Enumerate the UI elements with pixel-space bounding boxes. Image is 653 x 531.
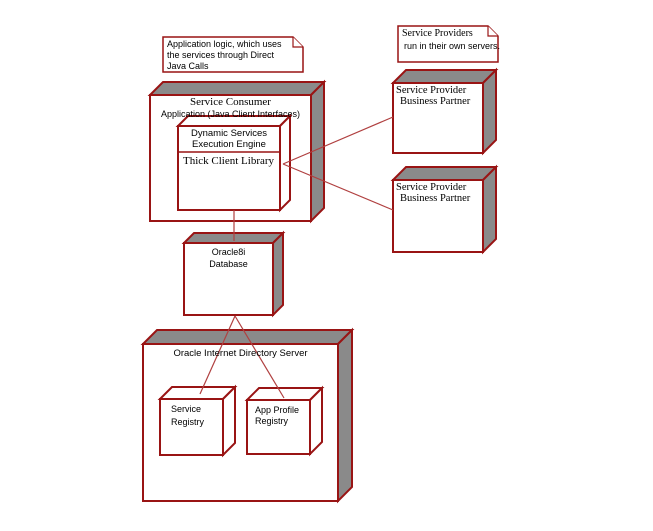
service-registry-front-face — [159, 398, 224, 456]
provider-bottom-front-face — [392, 179, 484, 253]
note-service-providers-line1: Service Providers — [402, 28, 473, 39]
service-registry-node — [157, 384, 238, 458]
service-registry-label-line1: Service — [171, 404, 202, 414]
execution-engine-front-face — [177, 125, 281, 211]
provider-top-front-face — [392, 82, 484, 154]
connector-thick-client-to-provider-bottom — [282, 163, 394, 211]
service-registry-side-face — [222, 384, 236, 458]
note-service-providers — [397, 25, 499, 63]
provider-bottom-label-line2: Business Partner — [400, 193, 471, 204]
provider-top-label-line1: Service Provider — [396, 85, 467, 96]
execution-engine-node — [175, 113, 293, 213]
thick-client-library-label: Thick Client Library — [183, 155, 275, 167]
app-profile-registry-front-face — [246, 399, 311, 455]
note-app-logic — [162, 36, 304, 73]
execution-engine-label-line2: Execution Engine — [192, 139, 266, 150]
provider-top-label-line2: Business Partner — [400, 96, 471, 107]
database-node — [181, 230, 286, 318]
note-service-providers-line2: run in their own servers. — [404, 41, 501, 51]
provider-bottom-label-line1: Service Provider — [396, 182, 467, 193]
provider-bottom-side-face — [482, 164, 497, 255]
note-app-logic-line1: Application logic, which uses — [167, 39, 282, 49]
note-service-providers-body — [397, 25, 499, 63]
provider-top-top-face — [390, 69, 499, 84]
database-side-face — [272, 230, 284, 318]
app-profile-registry-side-face — [309, 385, 323, 457]
note-app-logic-body — [162, 36, 304, 73]
app-profile-registry-node — [244, 385, 325, 457]
provider-top-side-face — [482, 67, 497, 156]
provider-bottom-top-face — [390, 166, 499, 181]
provider-top-node — [390, 67, 499, 156]
app-profile-registry-label-line2: Registry — [255, 416, 289, 426]
note-app-logic-fold-icon — [292, 37, 303, 48]
note-app-logic-line3: Java Calls — [167, 61, 209, 71]
database-label-line2: Database — [209, 259, 248, 269]
note-service-providers-fold-icon — [487, 26, 498, 37]
service-consumer-label-line2: Application (Java Client Interfaces) — [160, 109, 301, 119]
service-consumer-top-face — [147, 81, 327, 96]
database-front-face — [183, 242, 274, 316]
note-app-logic-line2: the services through Direct — [167, 50, 275, 60]
service-consumer-label-line1: Service Consumer — [190, 96, 271, 108]
directory-server-label: Oracle Internet Directory Server — [173, 348, 308, 359]
provider-bottom-node — [390, 164, 499, 255]
service-registry-label-line2: Registry — [171, 417, 205, 427]
directory-server-side-face — [337, 327, 353, 504]
connector-database-to-service-registry — [199, 315, 236, 395]
connector-thick-client-to-provider-top — [282, 116, 394, 165]
connector-database-to-app-profile-registry — [234, 315, 285, 399]
app-profile-registry-label-line1: App Profile — [255, 405, 300, 415]
execution-engine-label-line1: Dynamic Services — [190, 128, 268, 139]
database-label-line1: Oracle8i — [211, 247, 246, 257]
